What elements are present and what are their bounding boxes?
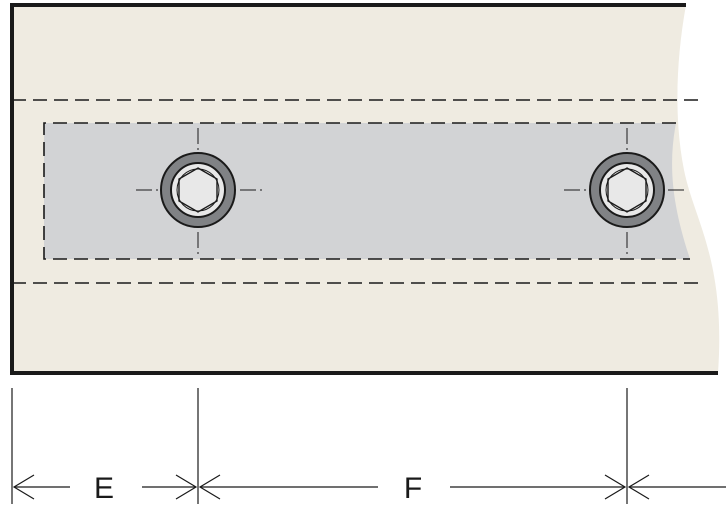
arrowhead-icon — [12, 474, 35, 500]
board-outline — [10, 3, 718, 375]
dimension-continuation — [627, 474, 726, 500]
mounting-plate-outline — [43, 122, 690, 260]
extension-lines — [11, 388, 628, 504]
dimension-f-line — [198, 474, 627, 500]
arrowhead-icon — [198, 474, 221, 500]
dimension-label-f: F — [404, 472, 422, 505]
bolt-icon — [160, 152, 236, 228]
bolt-icon — [589, 152, 665, 228]
arrowhead-icon — [175, 474, 198, 500]
arrowhead-icon — [627, 474, 650, 500]
dimension-e-line — [12, 474, 198, 500]
dimension-label-e: E — [94, 472, 114, 505]
arrowhead-icon — [604, 474, 627, 500]
